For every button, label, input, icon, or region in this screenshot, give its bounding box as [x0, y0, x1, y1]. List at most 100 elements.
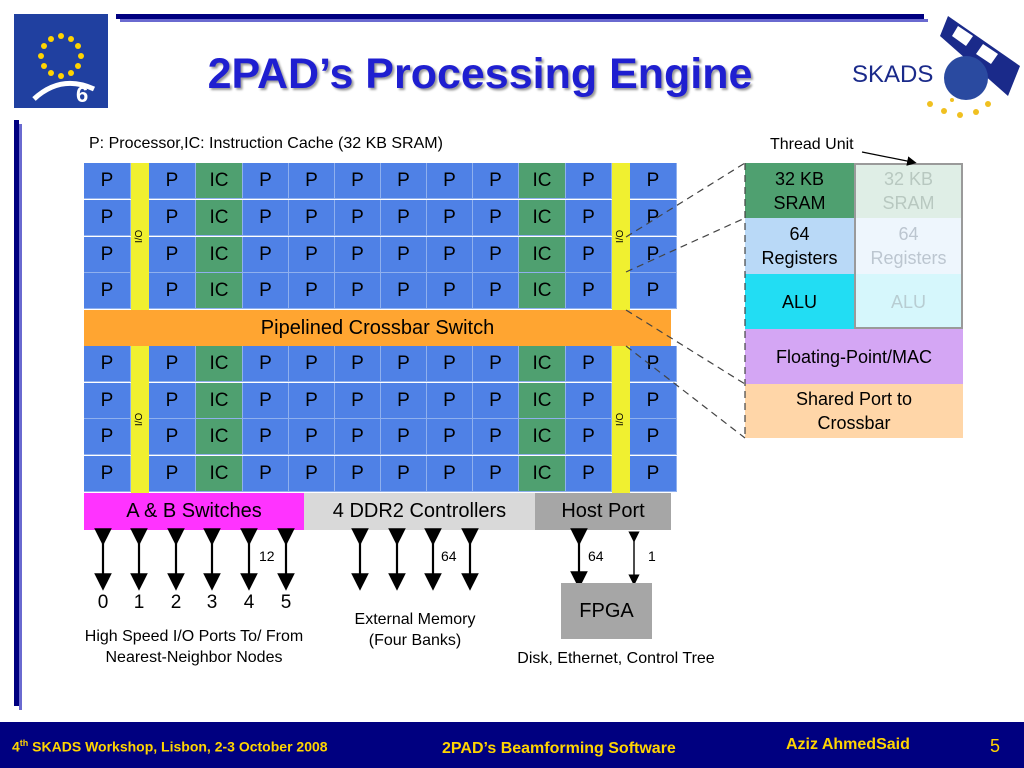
tu-alu-faded: ALU	[854, 274, 963, 329]
processor-cell: P	[630, 456, 677, 492]
processor-cell: P	[243, 383, 289, 419]
processor-cell: P	[427, 456, 473, 492]
processor-cell: P	[473, 200, 519, 236]
processor-cell: P	[149, 200, 196, 236]
io-strip: I/O	[131, 346, 149, 493]
eu-fp6-logo: 6	[14, 14, 108, 108]
processor-cell: P	[630, 383, 677, 419]
icache-cell: IC	[196, 163, 243, 199]
processor-cell: P	[566, 163, 612, 199]
processor-cell: P	[473, 237, 519, 273]
processor-cell: P	[289, 237, 335, 273]
processor-cell: P	[381, 200, 427, 236]
processor-cell: P	[243, 419, 289, 455]
icache-cell: IC	[519, 163, 566, 199]
io-ports-caption: High Speed I/O Ports To/ From Nearest-Ne…	[84, 628, 304, 666]
icache-cell: IC	[519, 456, 566, 492]
ddr2-controllers-bar: 4 DDR2 Controllers	[304, 493, 535, 530]
icache-cell: IC	[196, 346, 243, 382]
tu-shared-port: Shared Port to Crossbar	[745, 384, 963, 438]
processor-cell: P	[381, 237, 427, 273]
processor-cell: P	[566, 346, 612, 382]
svg-text:6: 6	[76, 82, 88, 107]
skads-text: SKADS	[852, 61, 933, 88]
processor-cell: P	[84, 383, 131, 419]
processor-cell: P	[243, 346, 289, 382]
port-number: 4	[243, 592, 255, 613]
processor-cell: P	[630, 346, 677, 382]
processor-cell: P	[427, 419, 473, 455]
title-rule	[116, 14, 924, 19]
icache-cell: IC	[196, 273, 243, 309]
port-number: 0	[97, 592, 109, 613]
processor-cell: P	[427, 273, 473, 309]
io-arrows	[94, 528, 295, 591]
processor-cell: P	[381, 456, 427, 492]
host-port-bar: Host Port	[535, 493, 671, 530]
footer-workshop-sup: th	[19, 738, 29, 748]
processor-cell: P	[566, 200, 612, 236]
processor-cell: P	[427, 237, 473, 273]
processor-cell: P	[630, 273, 677, 309]
processor-cell: P	[381, 163, 427, 199]
processor-cell: P	[566, 383, 612, 419]
processor-cell: P	[84, 237, 131, 273]
processor-cell: P	[149, 163, 196, 199]
processor-cell: P	[84, 419, 131, 455]
processor-cell: P	[335, 383, 381, 419]
ab-switches-bar: A & B Switches	[84, 493, 304, 530]
port-number: 1	[133, 592, 145, 613]
processor-cell: P	[381, 419, 427, 455]
processor-cell: P	[566, 237, 612, 273]
processor-cell: P	[335, 163, 381, 199]
host-ctrl-width-label: 1	[648, 548, 656, 564]
processor-cell: P	[473, 346, 519, 382]
port-number: 3	[206, 592, 218, 613]
processor-cell: P	[473, 163, 519, 199]
processor-cell: P	[335, 456, 381, 492]
processor-cell: P	[84, 273, 131, 309]
icache-cell: IC	[519, 383, 566, 419]
processor-cell: P	[149, 346, 196, 382]
processor-cell: P	[243, 273, 289, 309]
processor-cell: P	[243, 456, 289, 492]
processor-cell: P	[335, 419, 381, 455]
processor-cell: P	[427, 383, 473, 419]
tu-alu: ALU	[745, 274, 854, 329]
io-strip: I/O	[612, 346, 630, 493]
processor-cell: P	[243, 163, 289, 199]
processor-cell: P	[84, 200, 131, 236]
icache-cell: IC	[519, 419, 566, 455]
left-rule	[14, 120, 19, 706]
icache-cell: IC	[196, 419, 243, 455]
footer-talk-title: 2PAD’s Beamforming Software	[442, 740, 676, 757]
footer-author: Aziz AhmedSaid	[786, 736, 910, 753]
processor-cell: P	[427, 346, 473, 382]
processor-cell: P	[427, 200, 473, 236]
processor-cell: P	[335, 346, 381, 382]
tu-sram: 32 KB SRAM	[745, 163, 854, 218]
skads-checker-icon	[940, 16, 1020, 96]
processor-cell: P	[289, 456, 335, 492]
processor-cell: P	[289, 273, 335, 309]
tu-sram-faded: 32 KB SRAM	[854, 163, 963, 218]
icache-cell: IC	[196, 383, 243, 419]
legend-text: P: Processor,IC: Instruction Cache (32 K…	[89, 135, 443, 152]
processor-cell: P	[473, 456, 519, 492]
footer-workshop-text: SKADS Workshop, Lisbon, 2-3 October 2008	[28, 738, 328, 755]
processor-cell: P	[243, 237, 289, 273]
io-strip: I/O	[131, 163, 149, 310]
processor-cell: P	[149, 237, 196, 273]
processor-cell: P	[473, 383, 519, 419]
icache-cell: IC	[196, 200, 243, 236]
title-rule-shadow	[120, 19, 928, 22]
processor-cell: P	[566, 419, 612, 455]
processor-cell: P	[149, 456, 196, 492]
processor-cell: P	[84, 163, 131, 199]
page-number: 5	[990, 736, 1001, 756]
processor-cell: P	[289, 383, 335, 419]
left-rule-shadow	[19, 124, 22, 710]
processor-cell: P	[381, 346, 427, 382]
